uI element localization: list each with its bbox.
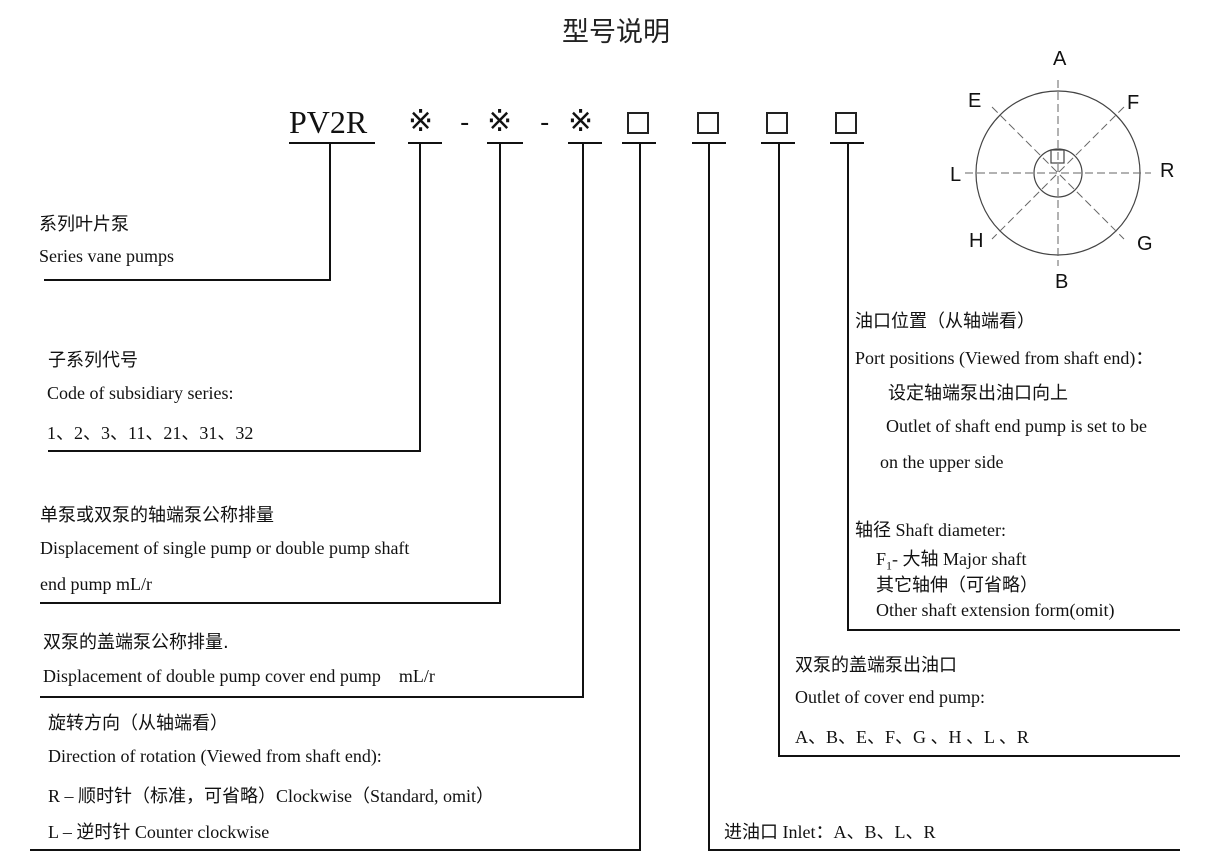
shaft-displacement-mark: ※ xyxy=(487,104,513,139)
port-circle-inner xyxy=(1033,148,1083,198)
port-label-r: R xyxy=(1160,160,1175,182)
cover-displacement-leader xyxy=(40,143,584,698)
rotation-leader xyxy=(30,143,641,851)
shaft-key-square xyxy=(1050,149,1065,164)
cover-outlet-en: Outlet of cover end pump: xyxy=(795,687,985,707)
subseries-mark: ※ xyxy=(408,104,434,139)
rotation-en: Direction of rotation (Viewed from shaft… xyxy=(48,746,382,766)
rotation-l-line: L – 逆时针 Counter clockwise xyxy=(48,822,270,842)
rotation-cn: 旋转方向（从轴端看） xyxy=(48,713,228,734)
separator-dash: - xyxy=(540,108,550,138)
shaft-displacement-en-2: end pump mL/r xyxy=(40,574,152,594)
cover-outlet-values: A、B、E、F、G 、H 、L 、R xyxy=(795,727,1029,747)
subseries-en: Code of subsidiary series: xyxy=(47,383,234,403)
port-label-h: H xyxy=(969,230,984,252)
series-leader xyxy=(44,143,331,281)
shaft-displacement-leader xyxy=(40,143,501,604)
shaft-diameter-other-cn: 其它轴伸（可省略） xyxy=(876,575,1038,596)
shaft-diameter-title: 轴径 Shaft diameter: xyxy=(855,520,1006,540)
subseries-underline xyxy=(408,142,442,144)
port-label-b: B xyxy=(1055,271,1069,293)
port-diagram xyxy=(965,80,1151,266)
subseries-values: 1、2、3、11、21、31、32 xyxy=(47,423,254,443)
shaft-displacement-underline xyxy=(487,142,523,144)
shaft-displacement-cn: 单泵或双泵的轴端泵公称排量 xyxy=(40,505,274,526)
port-positions-cn: 油口位置（从轴端看） xyxy=(855,311,1035,332)
cover-displacement-underline xyxy=(568,142,602,144)
port-positions-note-cn: 设定轴端泵出油口向上 xyxy=(888,383,1068,404)
port-label-e: E xyxy=(968,90,982,112)
shaft-diameter-other-en: Other shaft extension form(omit) xyxy=(876,600,1115,620)
rotation-box xyxy=(627,112,649,134)
subseries-leader xyxy=(48,143,421,452)
series-en: Series vane pumps xyxy=(39,246,174,266)
series-cn: 系列叶片泵 xyxy=(39,214,129,235)
axis-f-h xyxy=(991,106,1125,240)
page-title: 型号说明 xyxy=(562,17,670,48)
inlet-box xyxy=(697,112,719,134)
cover-outlet-box xyxy=(766,112,788,134)
model-prefix: PV2R xyxy=(289,104,368,140)
model-prefix-underline xyxy=(289,142,375,144)
separator-dash: - xyxy=(460,108,470,138)
cover-displacement-cn: 双泵的盖端泵公称排量. xyxy=(43,632,229,653)
cover-displacement-en: Displacement of double pump cover end pu… xyxy=(43,666,435,686)
port-label-f: F xyxy=(1127,92,1140,114)
port-label-l: L xyxy=(950,164,962,186)
shaft-diameter-f1: F1- 大轴 Major shaft xyxy=(876,549,1027,573)
cover-displacement-mark: ※ xyxy=(568,104,594,139)
cover-outlet-leader xyxy=(778,143,1180,757)
axis-e-g xyxy=(991,106,1125,240)
shaft-displacement-en-1: Displacement of single pump or double pu… xyxy=(40,538,410,558)
shaft-diameter-leader xyxy=(847,143,1180,631)
port-positions-en: Port positions (Viewed from shaft end)： xyxy=(855,348,1154,368)
shaft-diameter-box xyxy=(835,112,857,134)
rotation-r-line: R – 顺时针（标准，可省略）Clockwise（Standard, omit） xyxy=(48,786,494,806)
inlet-leader xyxy=(708,143,1180,851)
inlet-text: 进油口 Inlet：A、B、L、R xyxy=(724,822,936,842)
subseries-cn: 子系列代号 xyxy=(48,350,138,371)
cover-outlet-cn: 双泵的盖端泵出油口 xyxy=(795,655,957,676)
port-positions-note-en-1: Outlet of shaft end pump is set to be xyxy=(886,416,1147,436)
port-positions-note-en-2: on the upper side xyxy=(880,452,1004,472)
port-label-g: G xyxy=(1137,233,1153,255)
port-label-a: A xyxy=(1053,48,1067,70)
